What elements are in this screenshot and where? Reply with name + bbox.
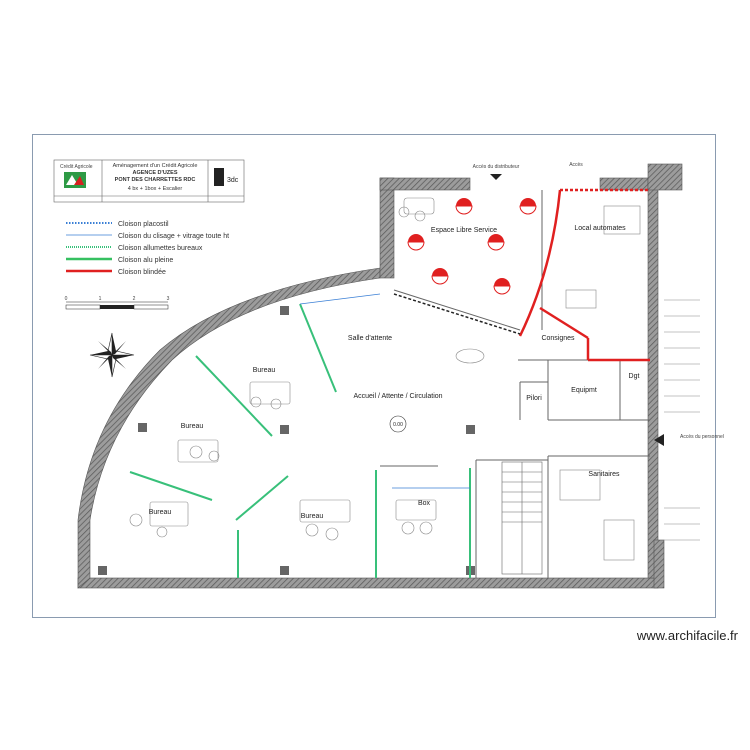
svg-text:3dc: 3dc [227, 177, 239, 184]
title-line-4: 4 bx + 1box + Escalier [128, 186, 183, 192]
room-espace-libre: Espace Libre Service [431, 227, 497, 234]
svg-text:2: 2 [133, 296, 136, 302]
room-local-automates: Local automates [574, 225, 626, 232]
brand-small-text: Crédit Agricole [60, 164, 93, 170]
room-pilori: Pilori [526, 395, 542, 402]
legend-label-2: Cloison du clisage + vitrage toute ht [118, 233, 229, 240]
3dc-logo: 3dc [214, 168, 239, 186]
staircase [501, 461, 543, 575]
room-equipement: Equipmt [571, 387, 597, 394]
credit-agricole-logo [64, 172, 86, 188]
access-arrow-icon [490, 174, 502, 180]
room-salle-attente: Salle d'attente [348, 335, 392, 342]
svg-text:3: 3 [167, 296, 170, 302]
legend-label-3: Cloison allumettes bureaux [118, 245, 203, 252]
self-service-seats [407, 198, 537, 295]
legend: Cloison placostil Cloison du clisage + v… [65, 221, 229, 310]
columns [98, 306, 475, 575]
title-line-3: PONT DES CHARRETTES RDC [115, 177, 196, 183]
title-line-1: Aménagement d'un Crédit Agricole [113, 163, 198, 169]
acces-text: Accès [569, 162, 583, 168]
title-line-2: AGENCE D'UZES [132, 170, 177, 176]
svg-text:0: 0 [65, 296, 68, 302]
sliding-door-line [393, 293, 521, 335]
north-arrow-icon [89, 332, 135, 378]
acces-du-distributeur-text: Accès du distributeur [473, 164, 520, 170]
room-bureau-3: Bureau [149, 509, 172, 516]
level-marker: 0.00 [389, 415, 407, 433]
room-accueil: Accueil / Attente / Circulation [353, 393, 442, 400]
room-labels: Espace Libre Service Local automates Sal… [149, 225, 640, 520]
room-bureau-1: Bureau [253, 367, 276, 374]
legend-label-4: Cloison alu pleine [118, 257, 173, 264]
room-sanitaires: Sanitaires [588, 471, 620, 478]
right-staircase [664, 299, 700, 541]
svg-text:1: 1 [99, 296, 102, 302]
legend-label-1: Cloison placostil [118, 221, 169, 228]
room-box: Box [418, 500, 431, 507]
room-dgt: Dgt [629, 373, 640, 380]
room-bureau-4: Bureau [301, 513, 324, 520]
armored-partitions [518, 188, 650, 362]
room-consignes: Consignes [541, 335, 575, 342]
acces-du-personnel-text: Accès du personnel [680, 434, 724, 440]
title-block: Crédit Agricole Aménagement d'un Crédit … [53, 159, 245, 203]
alu-partitions [129, 303, 471, 578]
glass-partitions [299, 293, 470, 489]
watermark: www.archifacile.fr [636, 628, 738, 643]
furniture [129, 197, 641, 561]
exterior-walls [77, 163, 683, 589]
room-bureau-2: Bureau [181, 423, 204, 430]
scale-bar: 0 1 2 3 [65, 296, 170, 310]
svg-text:0.00: 0.00 [393, 422, 403, 428]
legend-label-5: Cloison blindée [118, 269, 166, 276]
access-annotations: Accès du distributeur Accès Accès du per… [473, 162, 724, 446]
personnel-arrow-icon [654, 434, 664, 446]
